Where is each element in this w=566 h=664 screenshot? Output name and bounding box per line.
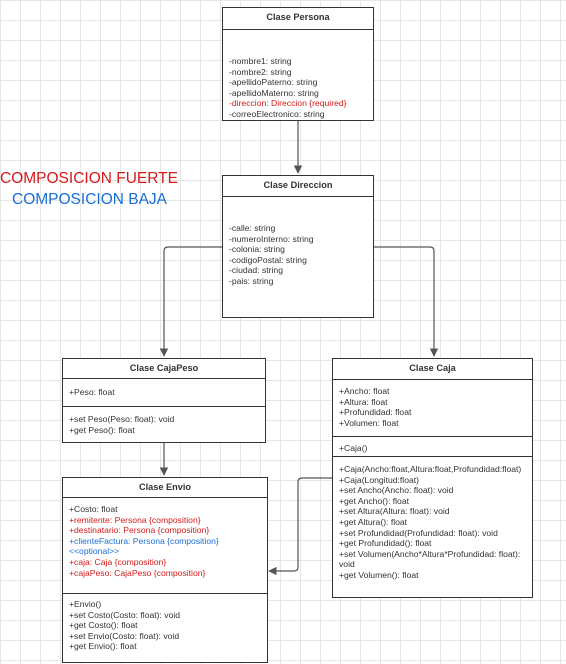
attribute-line: -numeroInterno: string	[229, 233, 314, 244]
class-direccion[interactable]: Clase Direccion -calle: string -numeroIn…	[222, 175, 374, 318]
class-caja-title: Clase Caja	[333, 359, 532, 380]
class-caja[interactable]: Clase Caja +Ancho: float +Altura: float …	[332, 358, 533, 598]
attribute-line: -codigoPostal: string	[229, 254, 307, 265]
method-line: +Envio()	[69, 599, 102, 609]
class-envio-methods: +Envio() +set Costo(Costo: float): void …	[63, 594, 267, 655]
attribute-line: -nombre1: string	[229, 56, 292, 66]
class-caja-methods: +Caja(Ancho:float,Altura:float,Profundid…	[333, 457, 532, 584]
constructor-line: +Caja()	[339, 443, 368, 453]
attribute-line: +Costo: float	[69, 504, 118, 514]
connector-caja-envio	[268, 477, 332, 576]
legend-weak-composition: COMPOSICION BAJA	[12, 191, 168, 208]
method-line: +get Envio(): float	[69, 641, 137, 652]
connector-direccion-cajapeso	[159, 246, 222, 357]
attribute-line: -nombre2: string	[229, 66, 292, 77]
attribute-line: +clienteFactura: Persona {composition}	[69, 535, 219, 546]
class-envio-attributes: +Costo: float +remitente: Persona {compo…	[63, 498, 267, 594]
legend-strong-composition: COMPOSICION FUERTE	[0, 170, 178, 187]
attribute-line: -calle: string	[229, 223, 276, 233]
attribute-line: -apellidoMaterno: string	[229, 87, 319, 98]
attribute-line: +Profundidad: float	[339, 407, 412, 418]
class-cajapeso-attributes: +Peso: float	[63, 379, 265, 407]
method-line: +set Peso(Peso: float): void	[69, 414, 175, 424]
class-persona-title: Clase Persona	[223, 8, 373, 30]
method-line: +set Costo(Costo: float): void	[69, 609, 181, 620]
method-line: +get Altura(): float	[339, 516, 408, 527]
attribute-line: +Altura: float	[339, 396, 388, 407]
attribute-line: +caja: Caja {composition}	[69, 556, 167, 567]
class-caja-attributes: +Ancho: float +Altura: float +Profundida…	[333, 380, 532, 437]
attribute-line: -colonia: string	[229, 244, 285, 255]
class-direccion-attributes: -calle: string -numeroInterno: string -c…	[223, 197, 373, 290]
method-line: +set Altura(Altura: float): void	[339, 506, 450, 517]
class-direccion-title: Clase Direccion	[223, 176, 373, 197]
method-line: +get Volumen(): float	[339, 569, 419, 580]
attribute-line: -direccion: Direccion {required}	[229, 98, 347, 109]
method-line: +get Ancho(): float	[339, 495, 409, 506]
class-cajapeso[interactable]: Clase CajaPeso +Peso: float +set Peso(Pe…	[62, 358, 266, 443]
method-line: +get Costo(): float	[69, 620, 138, 631]
method-line: +set Ancho(Ancho: float): void	[339, 485, 454, 496]
attribute-line: -ciudad: string	[229, 265, 283, 276]
attribute-line: +Ancho: float	[339, 386, 390, 396]
attribute-line: +destinatario: Persona {composition}	[69, 525, 210, 536]
attribute-line: -apellidoPaterno: string	[229, 77, 318, 88]
attribute-line: -pais: string	[229, 275, 274, 286]
class-cajapeso-methods: +set Peso(Peso: float): void +get Peso()…	[63, 407, 265, 438]
method-line: +get Profundidad(): float	[339, 538, 432, 549]
method-line: void	[339, 559, 355, 570]
class-persona-attributes: -nombre1: string -nombre2: string -apell…	[223, 30, 373, 123]
method-line: +Caja(Ancho:float,Altura:float,Profundid…	[339, 464, 522, 474]
class-caja-constructors: +Caja()	[333, 437, 532, 457]
connector-direccion-caja	[373, 246, 439, 357]
attribute-line: +Peso: float	[69, 387, 115, 397]
class-persona[interactable]: Clase Persona -nombre1: string -nombre2:…	[222, 7, 374, 121]
method-line: +set Volumen(Ancho*Altura*Profundidad: f…	[339, 548, 521, 559]
attribute-line: -correoElectronico: string	[229, 108, 325, 119]
method-line: +set Profundidad(Profundidad: float): vo…	[339, 527, 498, 538]
class-envio-title: Clase Envio	[63, 478, 267, 498]
method-line: +Caja(Longitud:float)	[339, 474, 420, 485]
class-envio[interactable]: Clase Envio +Costo: float +remitente: Pe…	[62, 477, 268, 663]
attribute-line: <<optional>>	[69, 546, 120, 557]
class-cajapeso-title: Clase CajaPeso	[63, 359, 265, 379]
attribute-line: +remitente: Persona {composition}	[69, 514, 201, 525]
attribute-line: +Volumen: float	[339, 417, 399, 428]
method-line: +get Peso(): float	[69, 424, 135, 435]
method-line: +set Envio(Costo: float): void	[69, 630, 180, 641]
attribute-line: +cajaPeso: CajaPeso {composition}	[69, 567, 206, 578]
